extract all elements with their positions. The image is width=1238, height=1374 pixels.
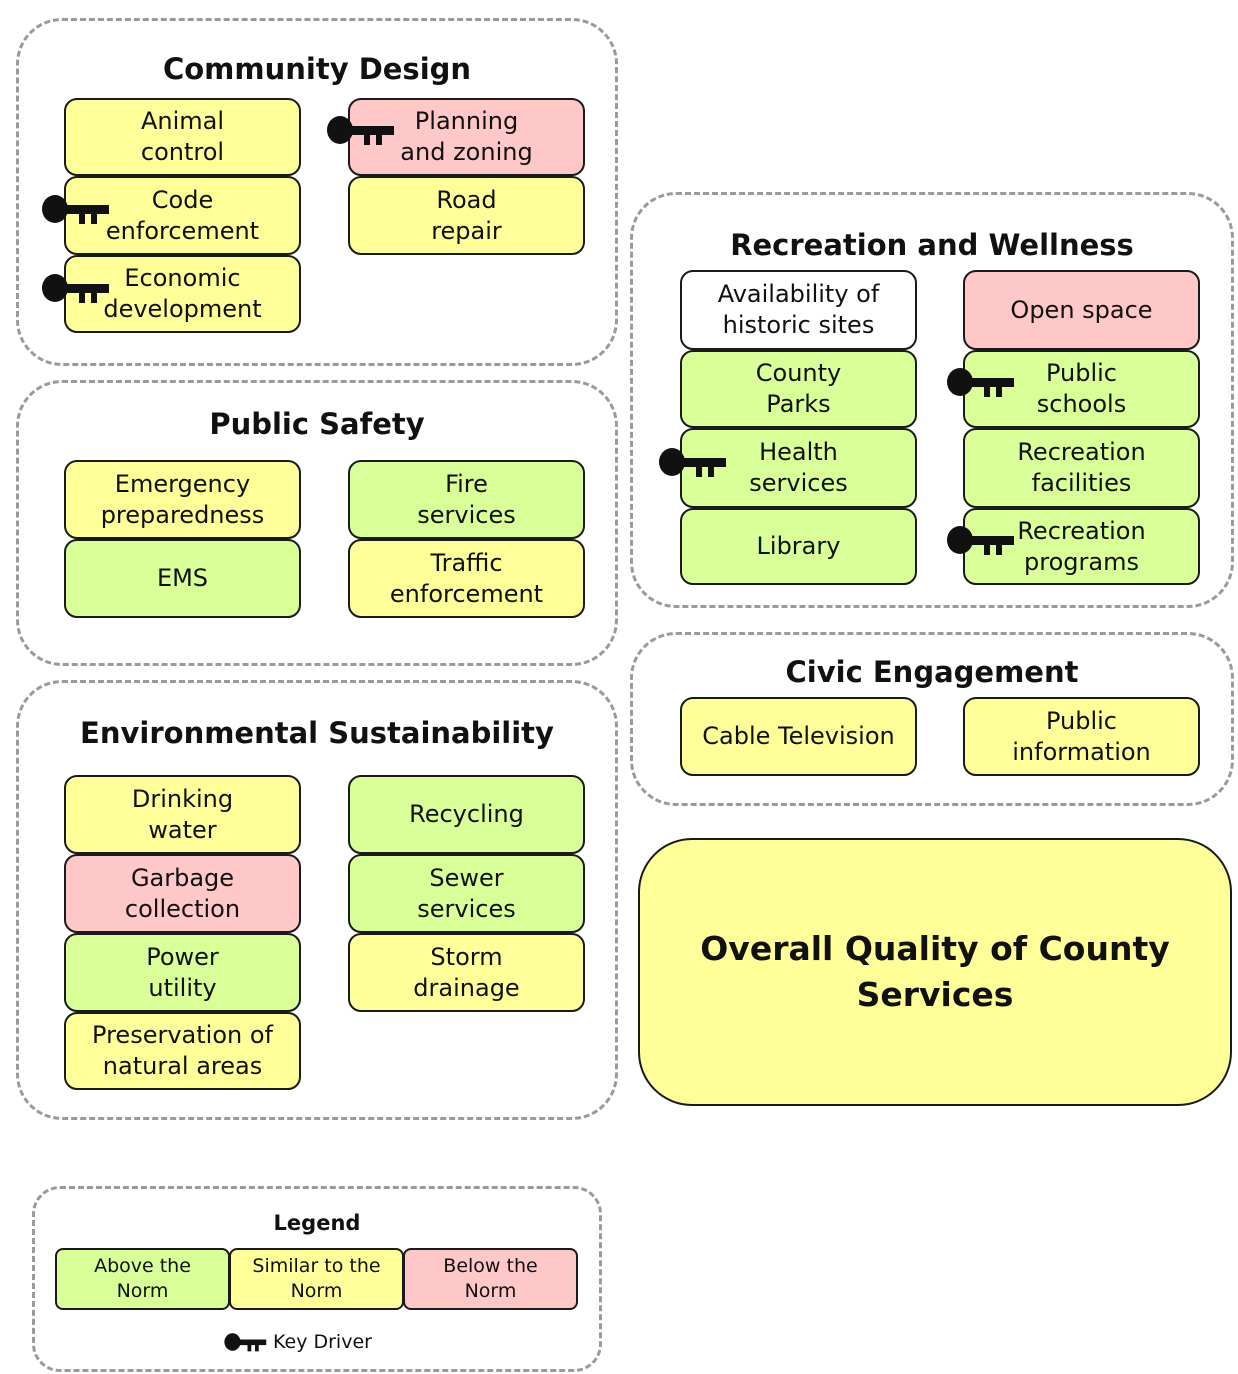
item-health-services: Health services xyxy=(680,428,917,508)
item-economic-development: Economic development xyxy=(64,255,301,333)
item-fire-services: Fire services xyxy=(348,460,585,539)
key-icon xyxy=(326,114,394,146)
item-public-information: Public information xyxy=(963,697,1200,776)
item-county-parks: County Parks xyxy=(680,350,917,428)
group-environmental-sustainability: Environmental Sustainability xyxy=(16,680,618,1120)
group-title: Recreation and Wellness xyxy=(730,228,1134,262)
item-planning-zoning: Planning and zoning xyxy=(348,98,585,176)
item-historic-sites: Availability of historic sites xyxy=(680,270,917,350)
legend-below-norm: Below the Norm xyxy=(403,1248,578,1310)
key-icon xyxy=(222,1332,268,1352)
item-preservation-natural-areas: Preservation of natural areas xyxy=(64,1012,301,1090)
item-traffic-enforcement: Traffic enforcement xyxy=(348,539,585,618)
legend: Legend xyxy=(32,1186,602,1372)
group-recreation-wellness: Recreation and Wellness xyxy=(630,192,1234,608)
item-recreation-programs: Recreation programs xyxy=(963,508,1200,585)
overall-quality-box: Overall Quality of County Services xyxy=(638,838,1232,1106)
group-title: Environmental Sustainability xyxy=(80,716,554,750)
item-garbage-collection: Garbage collection xyxy=(64,854,301,933)
key-icon xyxy=(946,524,1014,556)
item-sewer-services: Sewer services xyxy=(348,854,585,933)
key-icon xyxy=(41,193,109,225)
item-recycling: Recycling xyxy=(348,775,585,854)
group-title: Civic Engagement xyxy=(785,655,1079,689)
group-civic-engagement: Civic Engagement xyxy=(630,632,1234,806)
item-road-repair: Road repair xyxy=(348,176,585,255)
legend-above-norm: Above the Norm xyxy=(55,1248,230,1310)
item-cable-television: Cable Television xyxy=(680,697,917,776)
key-icon xyxy=(946,366,1014,398)
group-title: Community Design xyxy=(162,52,472,86)
key-icon xyxy=(41,272,109,304)
legend-key-driver-label: Key Driver xyxy=(273,1331,372,1353)
item-library: Library xyxy=(680,508,917,585)
group-public-safety: Public Safety xyxy=(16,380,618,666)
item-drinking-water: Drinking water xyxy=(64,775,301,854)
key-icon xyxy=(658,446,726,478)
group-title: Public Safety xyxy=(209,407,425,441)
legend-similar-norm: Similar to the Norm xyxy=(229,1248,404,1310)
item-code-enforcement: Code enforcement xyxy=(64,176,301,255)
item-open-space: Open space xyxy=(963,270,1200,350)
legend-title: Legend xyxy=(273,1211,361,1235)
item-animal-control: Animal control xyxy=(64,98,301,176)
item-ems: EMS xyxy=(64,539,301,618)
item-power-utility: Power utility xyxy=(64,933,301,1012)
item-storm-drainage: Storm drainage xyxy=(348,933,585,1012)
item-public-schools: Public schools xyxy=(963,350,1200,428)
item-emergency-preparedness: Emergency preparedness xyxy=(64,460,301,539)
group-community-design: Community Design xyxy=(16,18,618,366)
item-recreation-facilities: Recreation facilities xyxy=(963,428,1200,508)
